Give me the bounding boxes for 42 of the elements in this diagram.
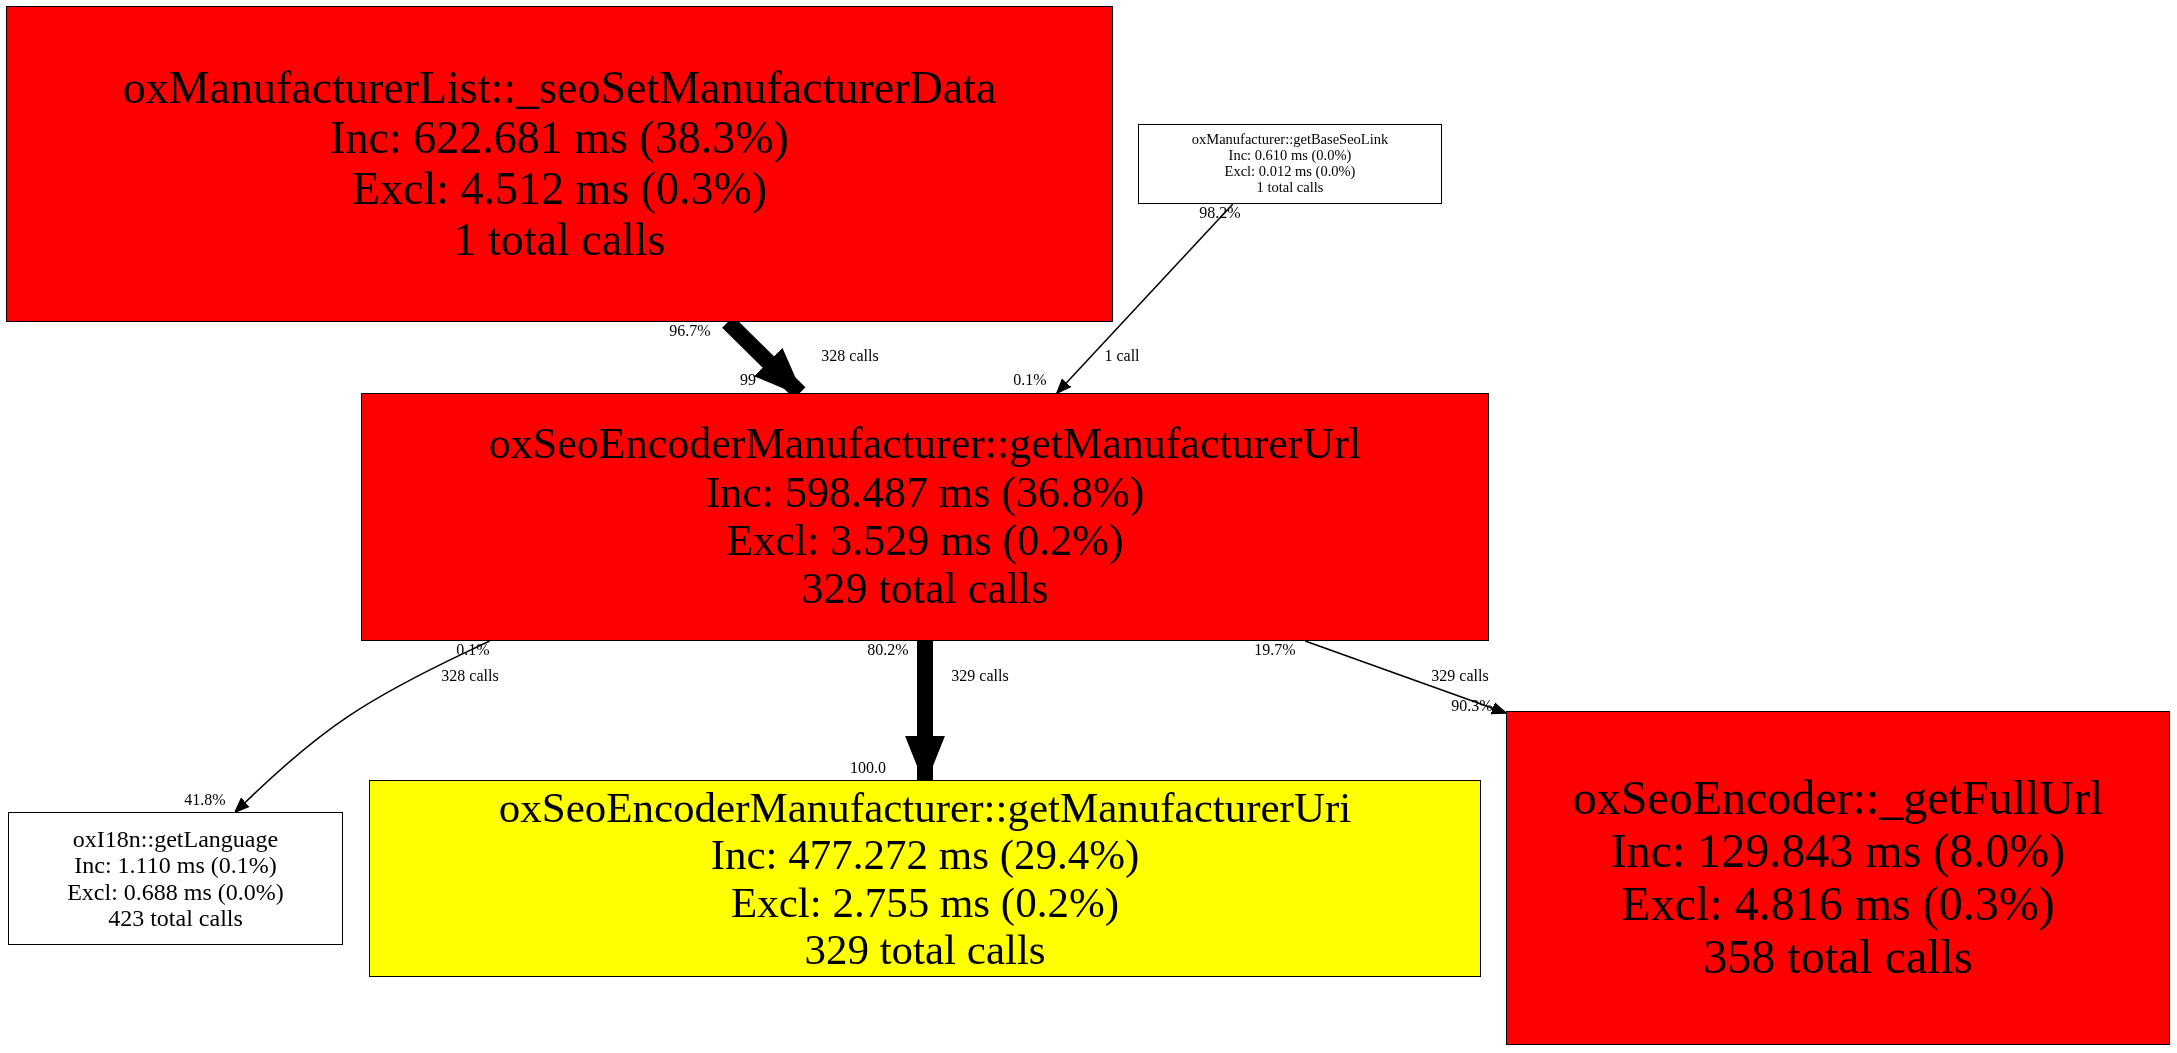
percentage-label: 19.7% <box>1254 642 1296 658</box>
function-stat: Inc: 622.681 ms (38.3%) <box>330 113 789 164</box>
function-name: oxSeoEncoder::_getFullUrl <box>1572 772 2104 826</box>
function-stat: Inc: 477.272 ms (29.4%) <box>710 831 1140 879</box>
function-name: oxManufacturer::getBaseSeoLink <box>1191 132 1389 149</box>
function-name: oxSeoEncoderManufacturer::getManufacturerUri <box>498 783 1352 832</box>
function-stat: Excl: 4.816 ms (0.3%) <box>1621 878 2055 931</box>
function-box <box>6 6 1113 322</box>
function-box <box>361 393 1489 641</box>
function-stat: Excl: 2.755 ms (0.2%) <box>730 878 1120 926</box>
function-stat: Inc: 598.487 ms (36.8%) <box>705 468 1145 517</box>
percentage-label: 80.2% <box>867 642 909 658</box>
function-stat: 423 total calls <box>108 904 243 932</box>
function-box <box>8 812 343 945</box>
percentage-label: 100.0 <box>850 760 886 776</box>
arrow <box>1056 203 1234 394</box>
function-stat: Excl: 0.688 ms (0.0%) <box>67 878 284 905</box>
function-stat: 329 total calls <box>804 925 1046 974</box>
function-stat: 329 total calls <box>801 565 1049 614</box>
edge-label: 329 calls <box>1429 667 1491 685</box>
function-stat: Inc: 1.110 ms (0.1%) <box>74 852 277 879</box>
function-box <box>1506 711 2170 1045</box>
arrow <box>1304 640 1507 715</box>
percentage-label: 0.1% <box>1013 372 1047 388</box>
function-stat: Excl: 0.012 ms (0.0%) <box>1224 164 1356 180</box>
function-stat: 358 total calls <box>1703 930 1973 984</box>
function-stat: Inc: 0.610 ms (0.0%) <box>1228 148 1352 164</box>
function-stat: Excl: 3.529 ms (0.2%) <box>726 517 1124 566</box>
function-box <box>1138 124 1442 204</box>
percentage-label: 96.7% <box>669 323 711 339</box>
function-name: oxManufacturerList::_seoSetManufacturerData <box>122 62 997 114</box>
function-name: oxI18n::getLanguage <box>72 825 279 853</box>
function-name: oxSeoEncoderManufacturer::getManufacturerUrl <box>488 420 1362 469</box>
arrow <box>234 640 491 813</box>
function-stat: Inc: 129.843 ms (8.0%) <box>1610 825 2066 878</box>
function-box <box>369 780 1481 977</box>
percentage-label: 99 <box>740 372 756 388</box>
function-stat: 1 total calls <box>453 214 666 266</box>
function-stat: Excl: 4.512 ms (0.3%) <box>351 164 768 215</box>
percentage-label: 90.3% <box>1451 698 1493 714</box>
function-stat: 1 total calls <box>1256 179 1324 196</box>
percentage-label: 41.8% <box>184 792 226 808</box>
